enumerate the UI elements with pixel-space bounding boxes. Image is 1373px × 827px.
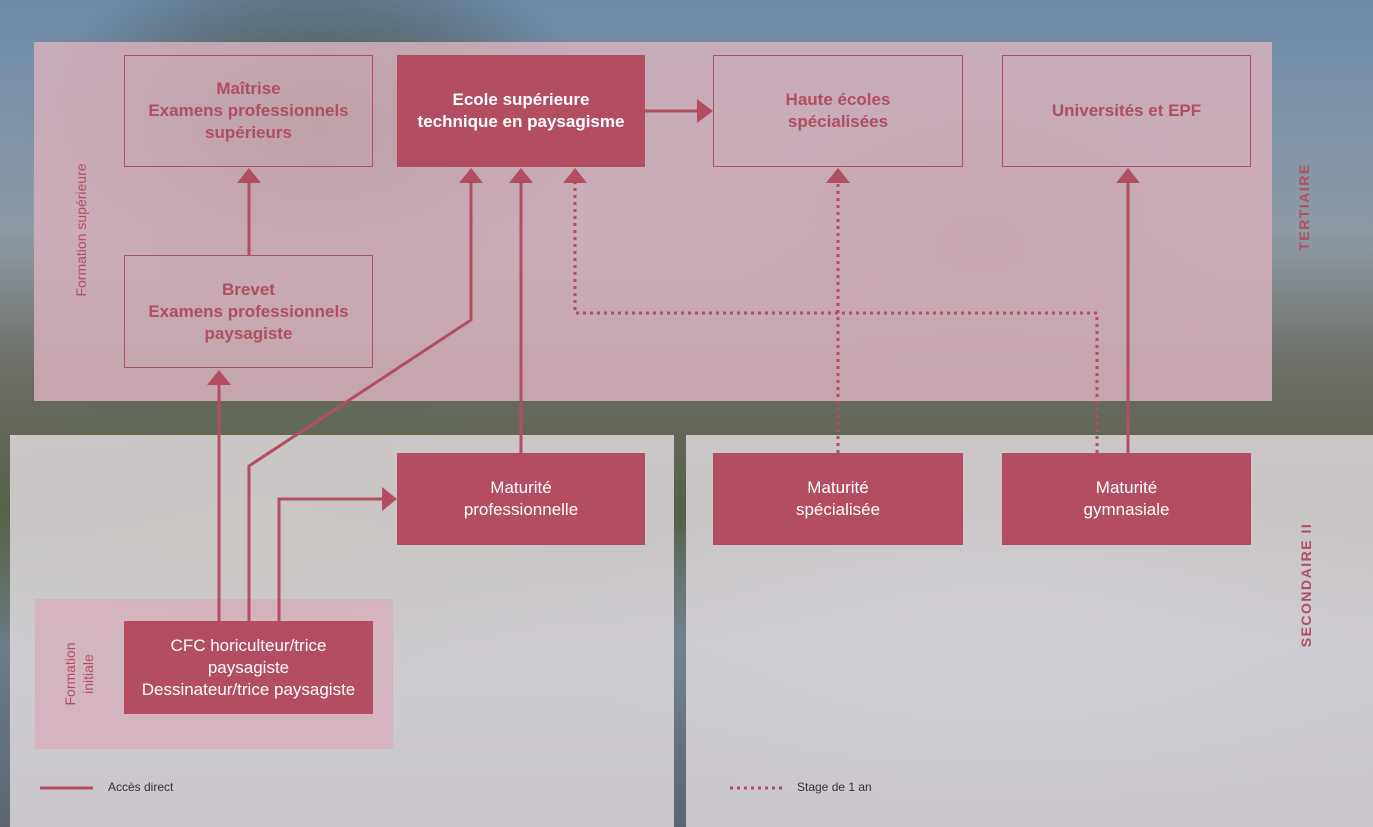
legend-direct-access-label: Accès direct	[108, 780, 174, 794]
arrowhead-brevet	[207, 370, 231, 385]
maitrise-label: Maîtrise Examens professionnels supérieu…	[148, 79, 349, 142]
maturite-professionnelle-box: Maturité professionnelle	[397, 453, 645, 545]
brevet-label: Brevet Examens professionnels paysagiste	[148, 279, 349, 343]
arrowhead-maturite-pro	[382, 487, 397, 511]
maturite-gymnasiale-label: Maturité gymnasiale	[1083, 478, 1170, 519]
arrowhead-universites	[1116, 168, 1140, 183]
tertiary-region	[34, 42, 1272, 401]
arrowhead-ecole-from-maturite	[509, 168, 533, 183]
arrowhead-haute-ecoles-side	[697, 99, 713, 123]
maturite-professionnelle-label: Maturité professionnelle	[463, 478, 579, 519]
haute-ecoles-label: Haute écoles spécialisées	[785, 90, 891, 131]
ecole-superieure-label: Ecole supérieure technique en paysagisme	[417, 90, 625, 131]
arrowhead-ecole-from-gymnasiale	[563, 168, 587, 183]
universites-label: Universités et EPF	[1051, 101, 1202, 120]
arrow-cfc-to-ecole	[247, 183, 473, 621]
arrowhead-maitrise	[237, 168, 261, 183]
haute-ecoles-box: Haute écoles spécialisées	[713, 55, 963, 167]
ecole-superieure-box: Ecole supérieure technique en paysagisme	[397, 55, 645, 167]
maturite-specialisee-box: Maturité spécialisée	[713, 453, 963, 545]
cfc-box: CFC horiculteur/trice paysagiste Dessina…	[124, 621, 373, 714]
legend-internship-label: Stage de 1 an	[797, 780, 872, 794]
arrow-cfc-to-maturite-pro	[277, 497, 382, 621]
maitrise-box: Maîtrise Examens professionnels supérieu…	[124, 55, 373, 167]
maturite-specialisee-label: Maturité spécialisée	[795, 478, 881, 519]
maturite-gymnasiale-box: Maturité gymnasiale	[1002, 453, 1251, 545]
arrowhead-ecole-from-cfc	[459, 168, 483, 183]
dotted-gymnasiale-to-ecole	[573, 183, 1099, 453]
brevet-box: Brevet Examens professionnels paysagiste	[124, 255, 373, 368]
universites-box: Universités et EPF	[1002, 55, 1251, 167]
cfc-label: CFC horiculteur/trice paysagiste Dessina…	[141, 635, 356, 699]
arrowhead-haute-ecoles	[826, 168, 850, 183]
